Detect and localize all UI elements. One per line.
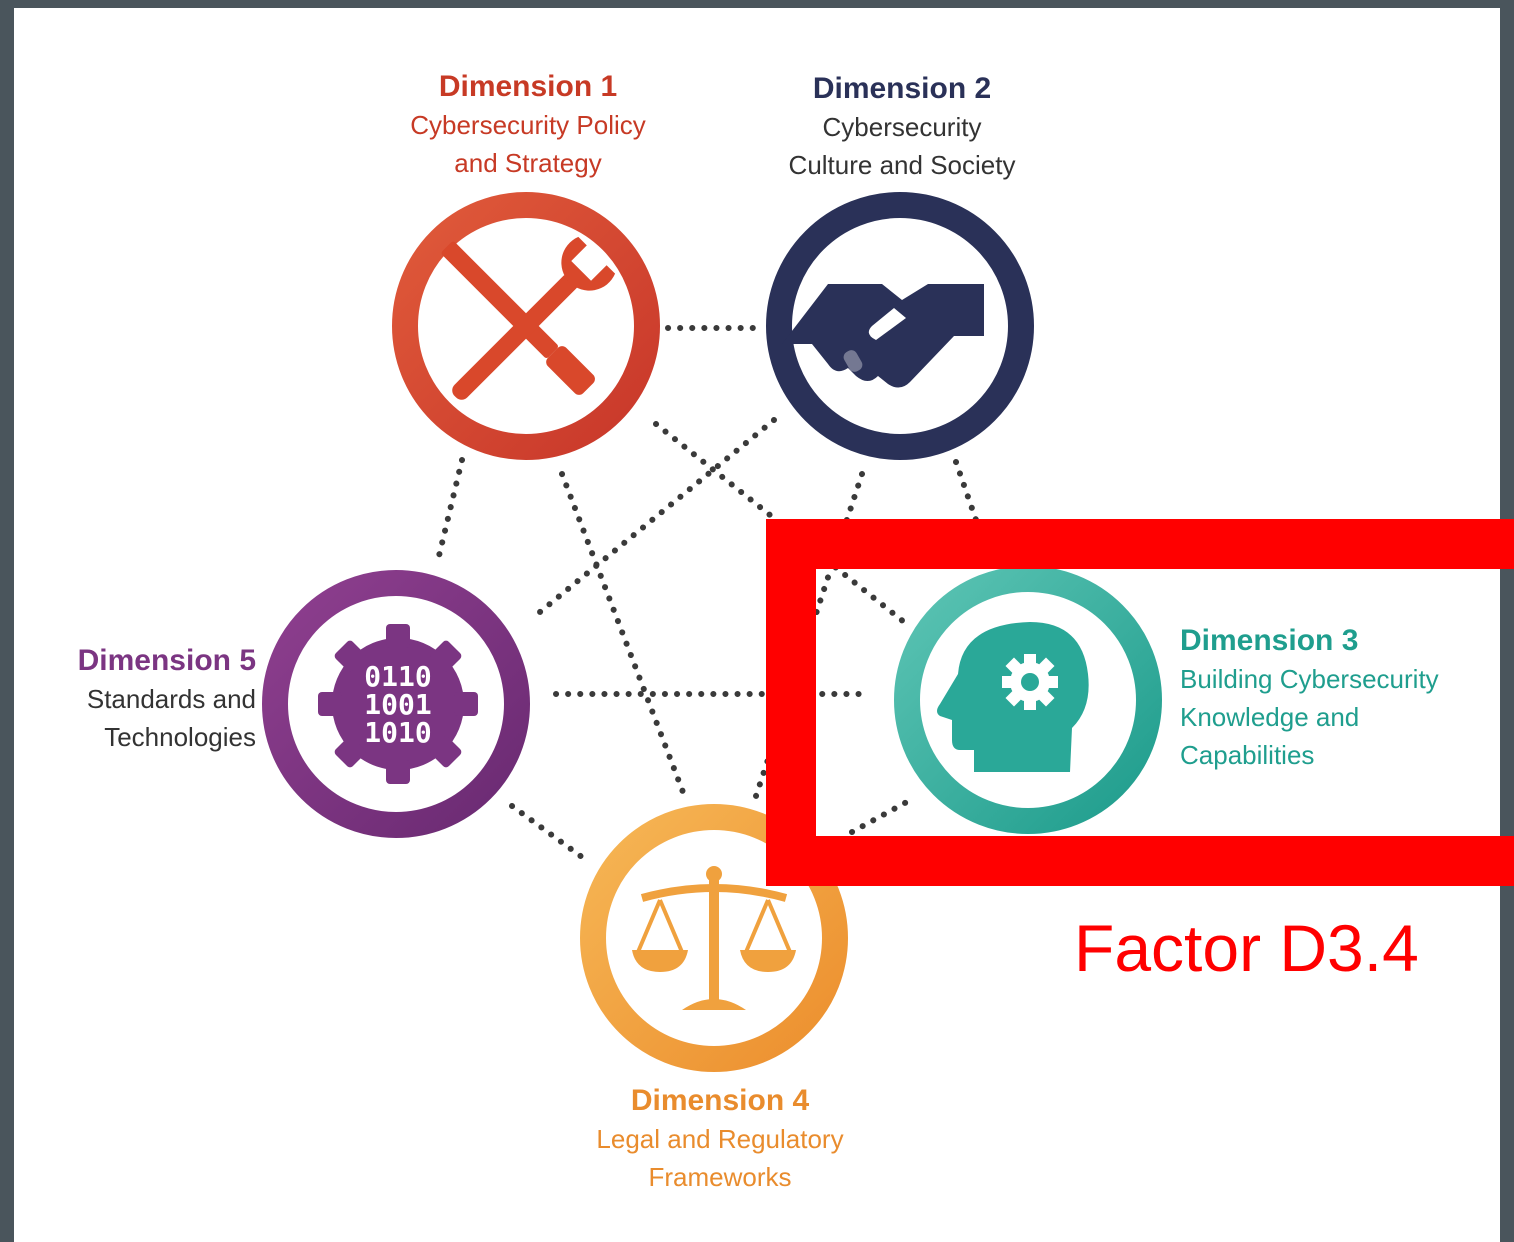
dimension-1-title: Dimension 1 (438, 70, 618, 103)
dimension-2-node (766, 192, 1034, 460)
dimension-2-label: Dimension 2 Cybersecurity Culture and So… (752, 70, 1052, 184)
dimension-4-node (580, 804, 848, 1072)
dimension-5-label: Dimension 5 Standards and Technologies (40, 642, 256, 756)
connector-d5-d4 (509, 803, 589, 863)
dimension-1-label: Dimension 1 Cybersecurity Policy and Str… (366, 68, 690, 182)
handshake-icon (782, 284, 984, 388)
binary-row-2: 1001 (364, 688, 431, 721)
highlight-box (766, 519, 1514, 886)
binary-gear-icon: 0110 1001 1010 (318, 624, 478, 784)
connector-d4-d3 (849, 795, 917, 835)
dimension-4-line1: Legal and Regulatory (596, 1124, 844, 1154)
binary-row-3: 1010 (364, 716, 431, 749)
dimension-3-label: Dimension 3 Building Cybersecurity Knowl… (1180, 622, 1500, 774)
dimension-5-node: 0110 1001 1010 (262, 570, 530, 838)
dimension-2-title: Dimension 2 (812, 72, 992, 105)
dimension-3-line3: Capabilities (1180, 740, 1315, 770)
dimension-5-title: Dimension 5 (77, 644, 256, 677)
dimension-2-line2: Culture and Society (788, 150, 1016, 180)
factor-label: Factor D3.4 (1074, 911, 1419, 985)
dimension-5-line2: Technologies (104, 722, 256, 752)
scales-icon (632, 866, 796, 1010)
dimension-1-node (392, 192, 660, 460)
dimension-1-line1: Cybersecurity Policy (410, 110, 646, 140)
connector-d2-d5 (537, 417, 777, 615)
dimension-4-line2: Frameworks (648, 1162, 792, 1192)
dimension-3-line1: Building Cybersecurity (1180, 664, 1439, 694)
connector-lines (435, 325, 979, 863)
tools-icon (441, 236, 616, 400)
connector-d1-d5 (435, 457, 465, 563)
dimension-3-title: Dimension 3 (1180, 624, 1359, 657)
dimension-5-line1: Standards and (86, 684, 256, 714)
dimension-4-title: Dimension 4 (630, 1084, 810, 1117)
dimension-3-line2: Knowledge and (1180, 702, 1360, 732)
connector-d2-d3 (953, 459, 979, 523)
diagram-panel (14, 8, 1500, 1242)
dimension-1-line2: and Strategy (454, 148, 602, 178)
dimension-4-label: Dimension 4 Legal and Regulatory Framewo… (560, 1082, 880, 1196)
head-gear-icon (937, 622, 1089, 772)
dimension-2-line1: Cybersecurity (822, 112, 982, 142)
connector-d1-d4 (559, 471, 689, 803)
dimension-3-node (894, 566, 1162, 834)
binary-row-1: 0110 (364, 660, 431, 693)
